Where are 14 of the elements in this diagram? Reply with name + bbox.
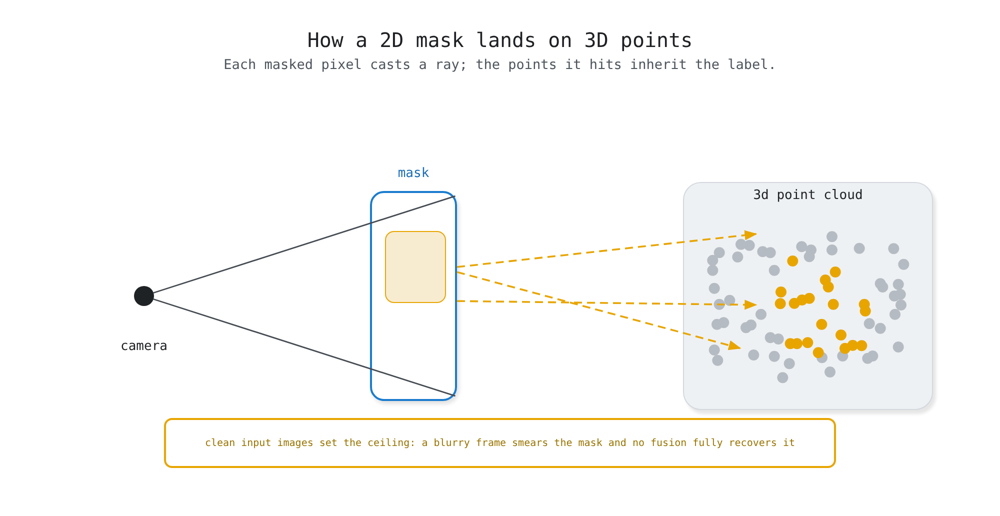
panel-title: 3d point cloud <box>753 188 863 203</box>
camera-dot <box>134 286 154 306</box>
mask-region <box>385 231 446 303</box>
camera-label: camera <box>120 339 168 354</box>
diagram-title: How a 2D mask lands on 3D points <box>306 28 694 52</box>
ray-line <box>152 298 456 397</box>
frame-title: mask <box>398 166 430 181</box>
ray-line <box>152 195 456 294</box>
subtitle: Each masked pixel casts a ray; the points it hits inherit the label. <box>222 57 778 73</box>
note-box <box>164 418 836 468</box>
ray-arrow <box>456 230 758 268</box>
ray-arrow <box>456 300 758 310</box>
note-text: clean input images set the ceiling: a blurry frame smears the mask and no fusion fully recovers it <box>204 438 795 448</box>
ray-arrow <box>456 271 742 350</box>
